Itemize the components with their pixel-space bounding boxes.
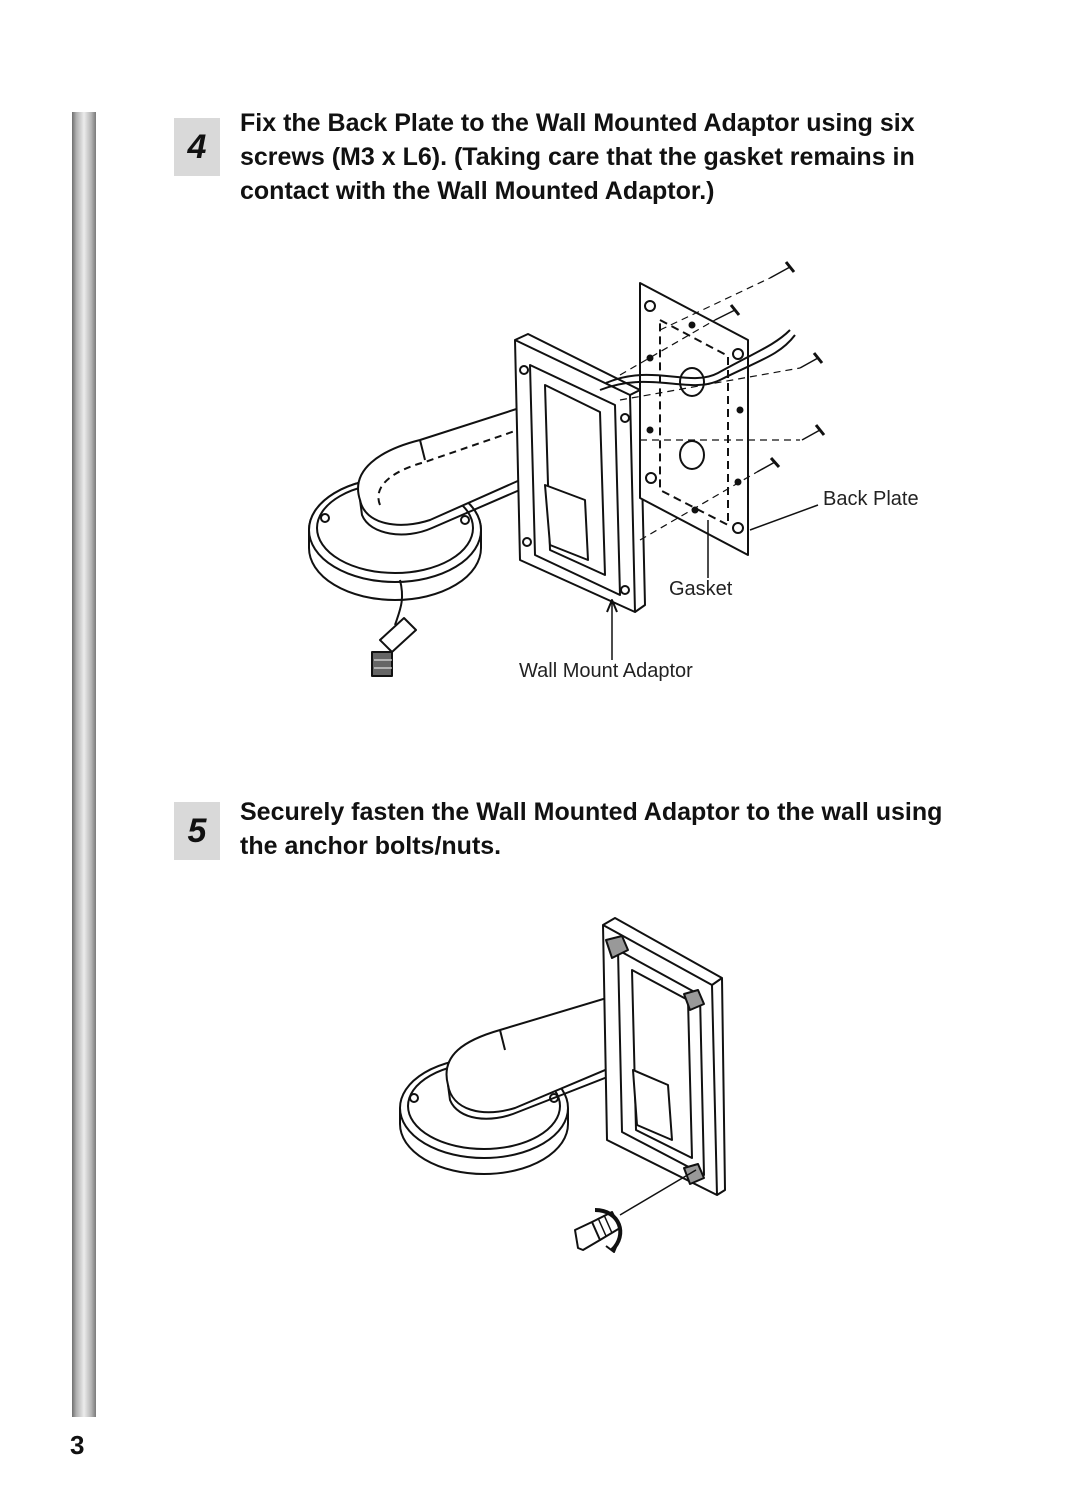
step-4-line-1: Fix the Back Plate to the Wall Mounted A… <box>240 109 915 137</box>
step-4-line-2: screws (M3 x L6). (Taking care that the … <box>240 143 915 171</box>
step-5-line-2: the anchor bolts/nuts. <box>240 832 502 860</box>
gasket-label: Gasket <box>669 578 733 600</box>
screws <box>619 261 826 541</box>
wall-adaptor-plate-2 <box>602 917 726 1196</box>
side-margin-bar <box>72 112 96 1417</box>
wall-mount-adaptor-label: Wall Mount Adaptor <box>519 660 693 682</box>
step-4-instruction: Fix the Back Plate to the Wall Mounted A… <box>240 106 1040 208</box>
anchor-bolt <box>574 1169 697 1253</box>
wall-adaptor-plate <box>514 333 646 660</box>
step-5-line-1: Securely fasten the Wall Mounted Adaptor… <box>240 798 943 826</box>
step-5-number: 5 <box>174 802 220 860</box>
step-5-instruction: Securely fasten the Wall Mounted Adaptor… <box>240 795 1040 863</box>
step-4-line-3: contact with the Wall Mounted Adaptor.) <box>240 177 715 205</box>
page-number: 3 <box>70 1430 85 1460</box>
back-plate-leader <box>749 504 819 531</box>
back-plate-label: Back Plate <box>823 488 919 510</box>
step-4-number: 4 <box>174 118 220 176</box>
cable <box>371 329 796 677</box>
